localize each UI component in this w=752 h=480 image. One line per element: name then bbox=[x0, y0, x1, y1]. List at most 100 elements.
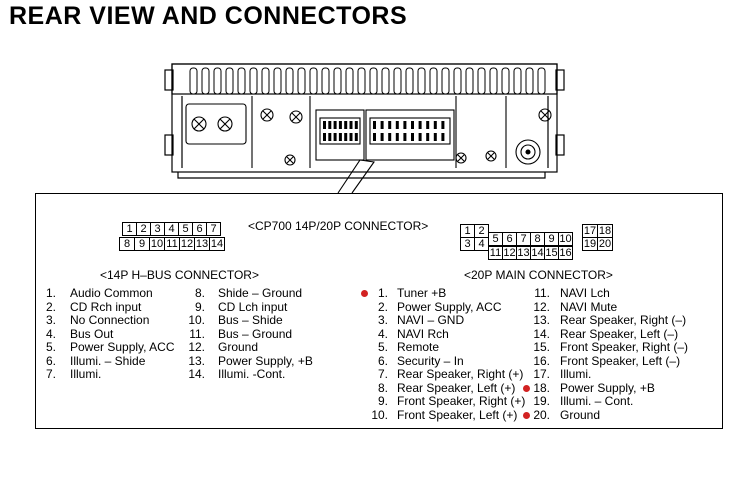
pin-number: 4 bbox=[164, 222, 179, 236]
pin-function: Rear Speaker, Left (+) bbox=[397, 380, 516, 395]
pin-function: Power Supply, +B bbox=[218, 353, 313, 368]
pin-assignment-row: 13. Rear Speaker, Right (–) bbox=[530, 313, 688, 328]
pin-assignment-row: 9.Front Speaker, Right (+) bbox=[368, 394, 526, 409]
pin-number: 9. bbox=[194, 299, 205, 314]
pin-assignment-row: 2.CD Rch input bbox=[40, 299, 175, 315]
pin-number: 10 bbox=[558, 232, 573, 246]
antenna-jack bbox=[515, 139, 541, 165]
pin-function: Audio Common bbox=[70, 286, 153, 300]
pin-assignment-row: 3.No Connection bbox=[40, 313, 175, 328]
pin-function: Rear Speaker, Left (–) bbox=[560, 326, 679, 341]
pin-assignment-row: 7. Illumi. bbox=[40, 367, 175, 382]
pin-number: 10. bbox=[188, 313, 205, 327]
pin-assignment-row: 12.Ground bbox=[185, 340, 313, 355]
pin-number: 17. bbox=[533, 367, 550, 381]
page-title: REAR VIEW AND CONNECTORS bbox=[9, 2, 408, 30]
pin-function: NAVI Lch bbox=[560, 286, 610, 300]
pin-function: Bus Out bbox=[70, 326, 114, 341]
pin-assignment-row: 8. Shide – Ground bbox=[185, 286, 313, 301]
pin-number: 16. bbox=[533, 353, 550, 368]
screw-3 bbox=[260, 108, 274, 122]
highlight-dot bbox=[523, 384, 530, 392]
pin-assignment-row: 2.Power Supply, ACC bbox=[368, 299, 525, 315]
screw-8 bbox=[538, 108, 552, 122]
pin-assignment-row: 4. Bus Out bbox=[40, 326, 175, 342]
pin-function: Bus – Ground bbox=[218, 326, 293, 341]
pin-number: 17 bbox=[582, 224, 598, 238]
pin-number: 6. bbox=[45, 353, 56, 368]
pin-number: 9 bbox=[134, 237, 150, 251]
pin-assignment-row: 9.CD Lch input bbox=[185, 299, 313, 315]
pin-function: Security – In bbox=[397, 353, 464, 368]
highlight-dot bbox=[523, 411, 530, 419]
pin-assignment-row: 17.Illumi. bbox=[530, 367, 688, 382]
connector-panel bbox=[35, 193, 723, 429]
pin-function: Rear Speaker, Right (–) bbox=[560, 313, 687, 327]
pin-number: 6 bbox=[502, 232, 517, 246]
pin-number: 18 bbox=[597, 224, 613, 238]
pin-number: 5. bbox=[377, 340, 388, 354]
pin-number: 3 bbox=[150, 222, 165, 236]
pin-number: 14. bbox=[533, 326, 550, 341]
pin-number: 11. bbox=[534, 286, 550, 300]
pin-number: 13. bbox=[188, 353, 205, 368]
pin-assignment-row: 8. Rear Speaker, Left (+) bbox=[368, 380, 525, 396]
pin-function: Front Speaker, Right (+) bbox=[397, 394, 526, 408]
pin-number: 11 bbox=[488, 246, 503, 260]
pin-assignment-row: 5.Power Supply, ACC bbox=[40, 340, 175, 355]
pin-number: 20 bbox=[597, 237, 613, 251]
pin-number: 12 bbox=[179, 237, 195, 251]
pin-number: 4 bbox=[474, 237, 489, 251]
pin-assignment-row: 10.Front Speaker, Left (+) bbox=[368, 407, 525, 423]
pin-number: 1 bbox=[122, 222, 137, 236]
pin-number: 8 bbox=[530, 232, 545, 246]
pin-number: 5 bbox=[178, 222, 193, 236]
pin-assignment-row: 5. Remote bbox=[368, 340, 525, 355]
pin-function: Bus – Shide bbox=[218, 313, 283, 327]
pin-assignment-row: 20.Ground bbox=[523, 407, 688, 423]
pin-assignment-row: 14.Illumi. -Cont. bbox=[185, 367, 313, 382]
pin-assignment-row: 11.Bus – Ground bbox=[185, 326, 313, 342]
screw-4 bbox=[289, 110, 303, 124]
pin-function: Remote bbox=[397, 340, 440, 354]
pin-assignment-row: 14. Rear Speaker, Left (–) bbox=[530, 326, 688, 342]
pin-assignment-row: 18.Power Supply, +B bbox=[523, 381, 688, 396]
pin-number: 2. bbox=[45, 299, 56, 314]
pin-function: NAVI Mute bbox=[560, 299, 618, 314]
pin-function: Illumi. -Cont. bbox=[218, 367, 286, 381]
main-label: <20P MAIN CONNECTOR> bbox=[464, 268, 613, 282]
pin-number: 13 bbox=[194, 237, 210, 251]
pin-number: 3 bbox=[460, 237, 475, 251]
pin-number: 16 bbox=[558, 246, 573, 260]
pin-number: 5 bbox=[488, 232, 503, 246]
pin-number: 13. bbox=[533, 313, 550, 327]
pin-number: 8. bbox=[377, 380, 388, 395]
pin-number: 4. bbox=[377, 326, 388, 341]
pin-assignment-row: 4.NAVI Rch bbox=[368, 326, 525, 342]
pin-number: 11 bbox=[164, 237, 180, 251]
pin-number: 4. bbox=[45, 326, 56, 341]
pin-function: Shide – Ground bbox=[218, 286, 303, 300]
pin-function: Front Speaker, Left (+) bbox=[397, 407, 518, 422]
pin-function: NAVI – GND bbox=[397, 313, 465, 327]
pin-assignment-row: 15.Front Speaker, Right (–) bbox=[530, 340, 688, 355]
pin-number: 2. bbox=[377, 299, 388, 314]
pin-number: 2 bbox=[474, 224, 489, 238]
pin-assignment-row: 12.NAVI Mute bbox=[530, 299, 688, 315]
pin-number: 12 bbox=[502, 246, 517, 260]
pin-number: 5. bbox=[45, 340, 56, 354]
pin-function: Illumi. bbox=[70, 367, 102, 381]
pin-number: 7. bbox=[45, 367, 56, 381]
hbus-label: <14P H–BUS CONNECTOR> bbox=[100, 268, 259, 282]
screw-2 bbox=[217, 116, 233, 132]
pin-assignment-row: 13. Power Supply, +B bbox=[185, 353, 313, 369]
pin-number: 15. bbox=[533, 340, 550, 354]
pin-number: 8. bbox=[194, 286, 205, 300]
pin-function: Ground bbox=[560, 407, 601, 422]
pin-number: 12. bbox=[188, 340, 205, 354]
